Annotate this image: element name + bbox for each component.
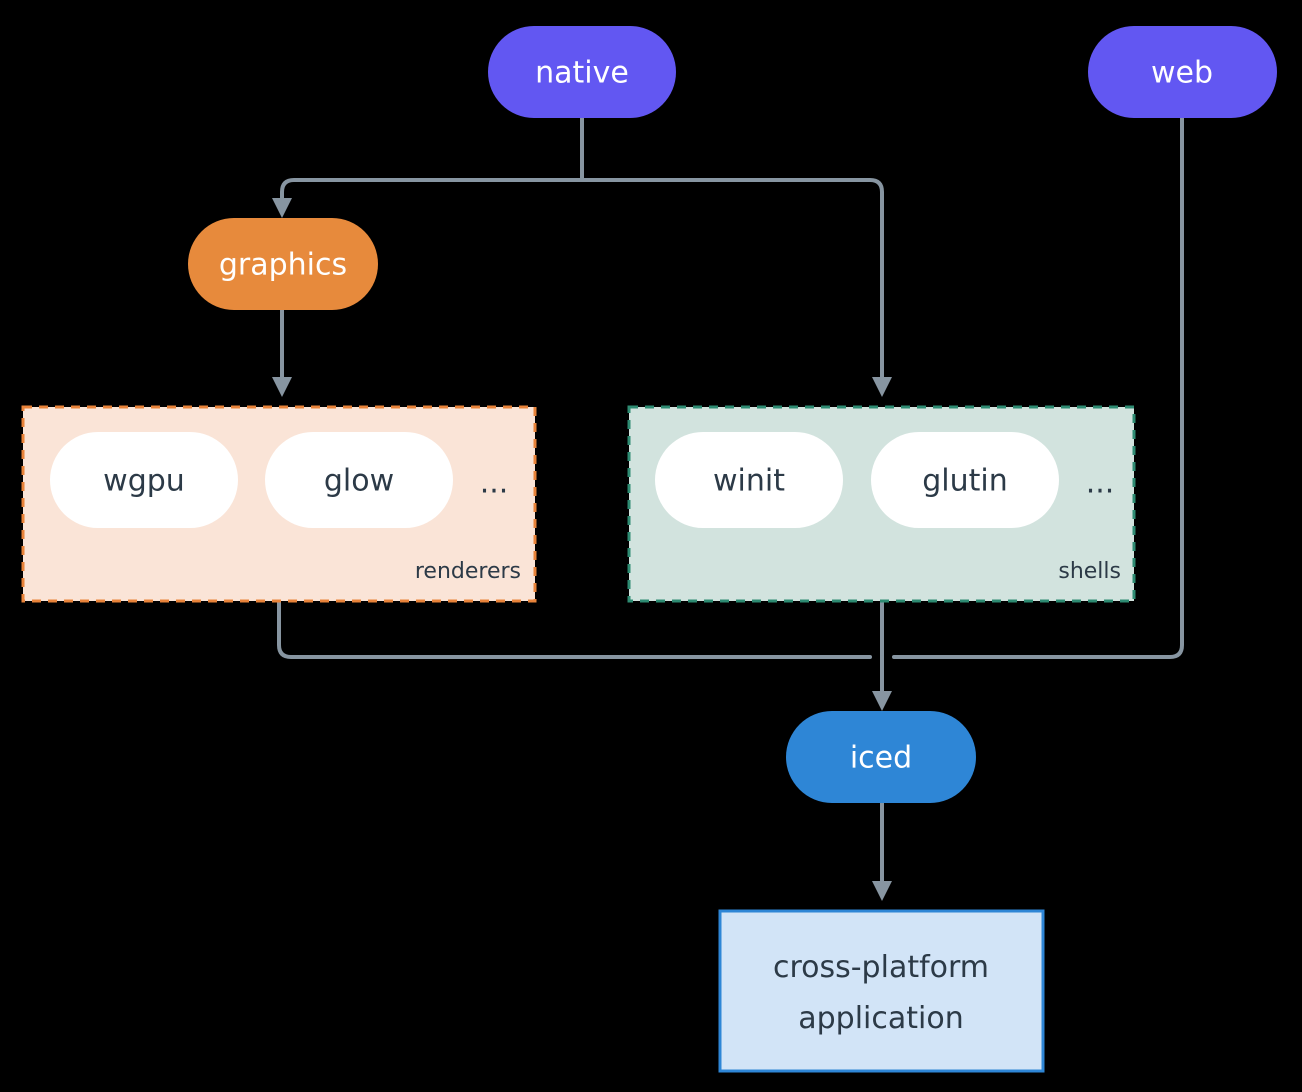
edge-native-to-graphics bbox=[280, 178, 584, 207]
edge-web-to-iced bbox=[892, 116, 1184, 659]
node-graphics-label: graphics bbox=[219, 248, 347, 283]
chip-glow[interactable] bbox=[265, 432, 453, 528]
node-web-label: web bbox=[1151, 56, 1213, 91]
node-application[interactable]: cross-platform application bbox=[718, 909, 1045, 1073]
node-graphics[interactable]: graphics bbox=[188, 218, 378, 310]
group-renderers[interactable]: wgpu glow ... renderers bbox=[21, 405, 537, 603]
arrowhead-native-to-shells bbox=[872, 377, 892, 397]
node-application-label-line1: cross-platform bbox=[773, 950, 989, 985]
arrowhead-bus-to-iced bbox=[872, 691, 892, 711]
chip-wgpu-label: wgpu bbox=[103, 464, 185, 499]
group-renderers-title: renderers bbox=[415, 559, 521, 584]
arrowhead-iced-to-application bbox=[872, 881, 892, 901]
chip-glow-label: glow bbox=[324, 464, 394, 499]
chip-glutin-label: glutin bbox=[922, 464, 1008, 499]
chip-glutin[interactable] bbox=[871, 432, 1059, 528]
group-shells-title: shells bbox=[1058, 559, 1121, 584]
node-native-shape bbox=[488, 26, 676, 118]
arrowhead-native-to-graphics bbox=[272, 198, 292, 218]
shells-ellipsis: ... bbox=[1086, 466, 1115, 501]
node-iced-label: iced bbox=[850, 741, 912, 776]
renderers-ellipsis: ... bbox=[480, 466, 509, 501]
node-web-shape bbox=[1088, 26, 1277, 118]
node-application-label-line2: application bbox=[798, 1001, 963, 1036]
edge-renderers-to-iced bbox=[277, 599, 872, 659]
node-iced[interactable]: iced bbox=[786, 711, 976, 803]
chip-winit-label: winit bbox=[713, 464, 785, 499]
node-graphics-shape bbox=[188, 218, 378, 310]
group-shells[interactable]: winit glutin ... shells bbox=[627, 405, 1136, 603]
chip-winit[interactable] bbox=[655, 432, 843, 528]
edge-layer bbox=[272, 116, 1184, 901]
node-application-shape bbox=[718, 909, 1045, 1073]
node-native[interactable]: native bbox=[488, 26, 676, 118]
arrowhead-graphics-to-renderers bbox=[272, 377, 292, 397]
edge-native-to-shells bbox=[580, 178, 884, 383]
node-web[interactable]: web bbox=[1088, 26, 1277, 118]
chip-wgpu[interactable] bbox=[50, 432, 238, 528]
node-native-label: native bbox=[535, 56, 629, 91]
node-iced-shape bbox=[786, 711, 976, 803]
